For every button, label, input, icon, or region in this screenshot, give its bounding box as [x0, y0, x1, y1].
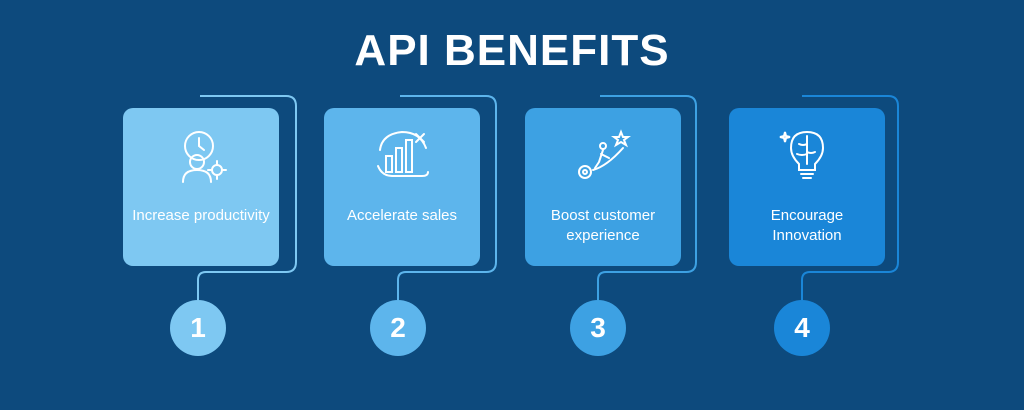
benefit-label-3: Boost customer experience	[550, 207, 656, 244]
benefit-card-1: Increase productivity	[123, 108, 279, 266]
connector-line-3	[597, 95, 697, 300]
customer-experience-icon	[578, 129, 631, 179]
step-badge-4: 4	[774, 300, 830, 356]
benefit-label-2: Accelerate sales	[346, 207, 458, 224]
connector-line-2	[397, 95, 497, 300]
sales-growth-icon	[377, 130, 429, 177]
benefit-card-3: Boost customer experience	[525, 108, 681, 266]
connector-line-4	[801, 95, 899, 300]
connector-line-1	[197, 95, 297, 300]
step-badge-3: 3	[570, 300, 626, 356]
step-badge-2: 2	[370, 300, 426, 356]
benefit-label-1: Increase productivity	[132, 207, 270, 224]
benefit-card-2: Accelerate sales	[324, 108, 480, 266]
benefit-card-4: Encourage Innovation	[729, 108, 885, 266]
benefit-label-4: Encourage Innovation	[770, 207, 844, 244]
productivity-icon	[182, 131, 227, 183]
step-badge-1: 1	[170, 300, 226, 356]
innovation-bulb-icon	[779, 130, 825, 179]
page-title: API BENEFITS	[354, 26, 670, 75]
